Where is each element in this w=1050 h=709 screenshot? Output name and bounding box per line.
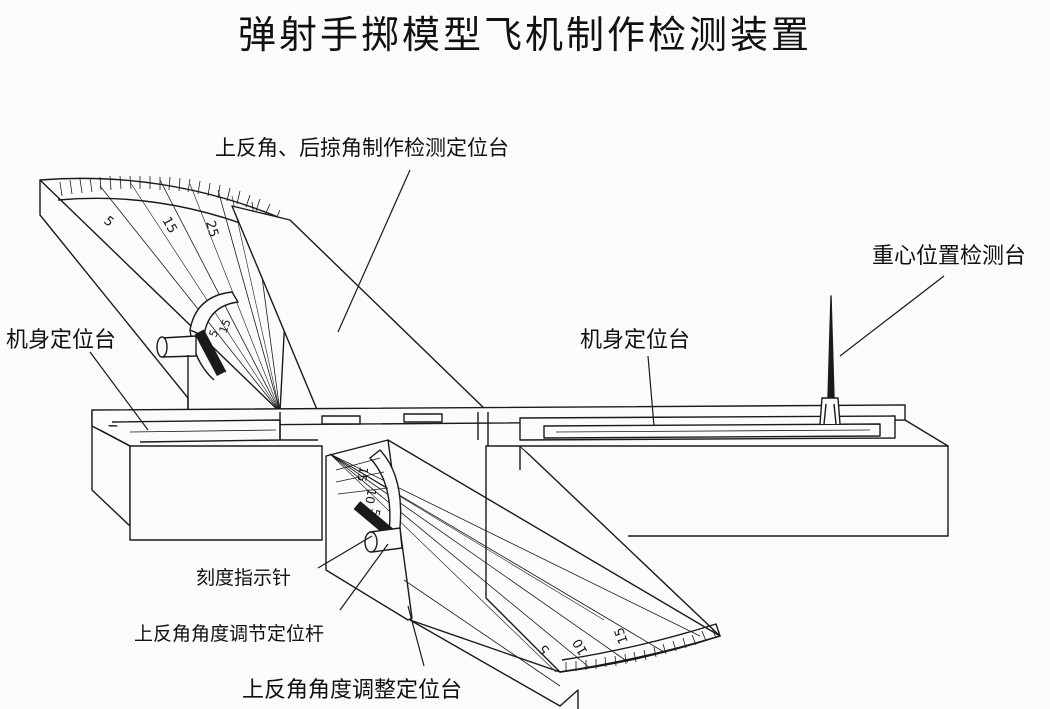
lower-arc-mark-15: 15 [354,465,370,482]
lower-arc-mark-5: 5 [368,507,383,517]
upper-arc-minor-ticks [59,175,281,222]
label-cg-station: 重心位置检测台 [872,244,1027,269]
label-dihedral-sweep-station: 上反角、后掠角制作检测定位台 [215,136,509,160]
leader-lines [89,169,945,667]
upper-tick-15: 15 [159,215,180,237]
label-dihedral-adjust-station: 上反角角度调整定位台 [242,678,463,703]
label-fuselage-station-left: 机身定位台 [6,328,117,353]
lower-arc-minor-ticks [565,627,717,672]
label-dihedral-adjust-rod: 上反角角度调节定位杆 [134,623,325,645]
cg-post [819,295,841,425]
label-scale-pointer: 刻度指示针 [196,567,292,589]
upper-arc-mark-5: 5 [207,328,222,339]
upper-arc-mark-15: 15 [217,317,234,335]
lower-tick-10: 10 [570,636,591,658]
upper-knob [156,335,197,358]
page-title: 弹射手掷模型飞机制作检测装置 [237,13,812,57]
fuselage-base [91,404,949,541]
upper-scale-numerals: 5 15 25 5 15 [100,214,233,339]
upper-tick-25: 25 [202,219,221,239]
lower-scale-numerals: 15 10 5 5 10 15 [354,465,631,657]
lower-tick-15: 15 [612,625,632,646]
upper-pointer-arc [189,291,239,381]
label-fuselage-station-right: 机身定位台 [580,328,691,353]
lower-arc-mark-10: 10 [362,487,378,504]
lower-knob [364,527,403,553]
